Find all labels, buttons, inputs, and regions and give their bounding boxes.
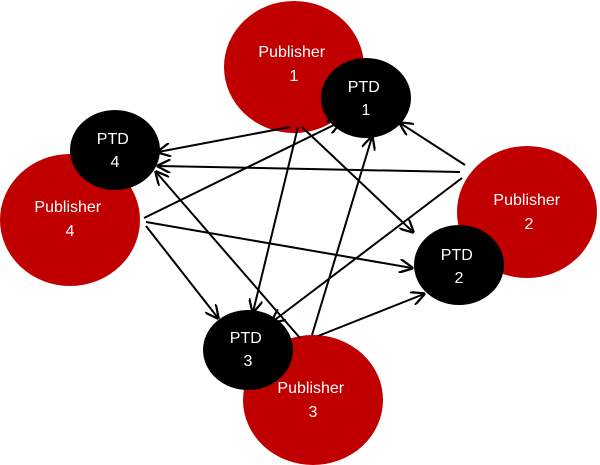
ptd-3-label: PTD: [230, 330, 262, 347]
ptd-2-circle: [414, 225, 504, 305]
arrow-pub4-to-ptd2: [145, 221, 412, 268]
ptd-2-number: 2: [455, 270, 464, 287]
edge-layer: [143, 122, 466, 339]
svg-text:Publisher 4: Publisher 4: [34, 199, 105, 240]
ptd-3-node: PTD 3: [203, 310, 293, 390]
ptd-1-circle: [321, 58, 411, 138]
arrow-pub1-to-ptd3: [253, 126, 299, 312]
arrow-pub2-to-ptd1: [400, 123, 466, 166]
arrow-pub2-to-ptd3: [272, 177, 463, 322]
svg-text:PTD 3: PTD 3: [230, 330, 266, 370]
ptd-4-number: 4: [111, 154, 120, 171]
ptd-4-circle: [70, 110, 160, 190]
ptd-3-circle: [203, 310, 293, 390]
publisher-4-number: 4: [66, 223, 75, 240]
arrow-pub1-to-ptd4: [158, 126, 291, 152]
svg-text:Publisher 1: Publisher 1: [258, 44, 329, 85]
arrow-pub3-to-ptd4: [156, 172, 301, 339]
publisher-2-number: 2: [525, 216, 534, 233]
publisher-2-label: Publisher: [493, 192, 560, 209]
ptd-4-node: PTD 4: [70, 110, 160, 190]
publisher-3-number: 3: [309, 404, 318, 421]
ptd-2-label: PTD: [441, 247, 473, 264]
publisher-3-label: Publisher: [277, 380, 344, 397]
arrow-pub4-to-ptd3: [145, 225, 218, 318]
svg-text:Publisher 3: Publisher 3: [277, 380, 348, 421]
ptd-1-number: 1: [362, 102, 371, 119]
arrow-pub4-to-ptd1: [143, 122, 340, 219]
svg-text:PTD 4: PTD 4: [97, 131, 133, 171]
arrow-pub3-to-ptd1: [311, 137, 372, 336]
publisher-1-number: 1: [290, 68, 299, 85]
ptd-3-number: 3: [244, 353, 253, 370]
publisher-4-label: Publisher: [34, 199, 101, 216]
svg-text:PTD 1: PTD 1: [348, 79, 384, 119]
publisher-1-label: Publisher: [258, 44, 325, 61]
arrow-pub2-to-ptd4: [158, 166, 461, 172]
ptd-2-node: PTD 2: [414, 225, 504, 305]
ptd-1-label: PTD: [348, 79, 380, 96]
ptd-4-label: PTD: [97, 131, 129, 148]
svg-text:Publisher 2: Publisher 2: [493, 192, 564, 233]
arrow-pub3-to-ptd2: [317, 294, 424, 337]
ptd-1-node: PTD 1: [321, 58, 411, 138]
arrow-pub1-to-ptd2: [301, 126, 413, 232]
svg-text:PTD 2: PTD 2: [441, 247, 477, 287]
